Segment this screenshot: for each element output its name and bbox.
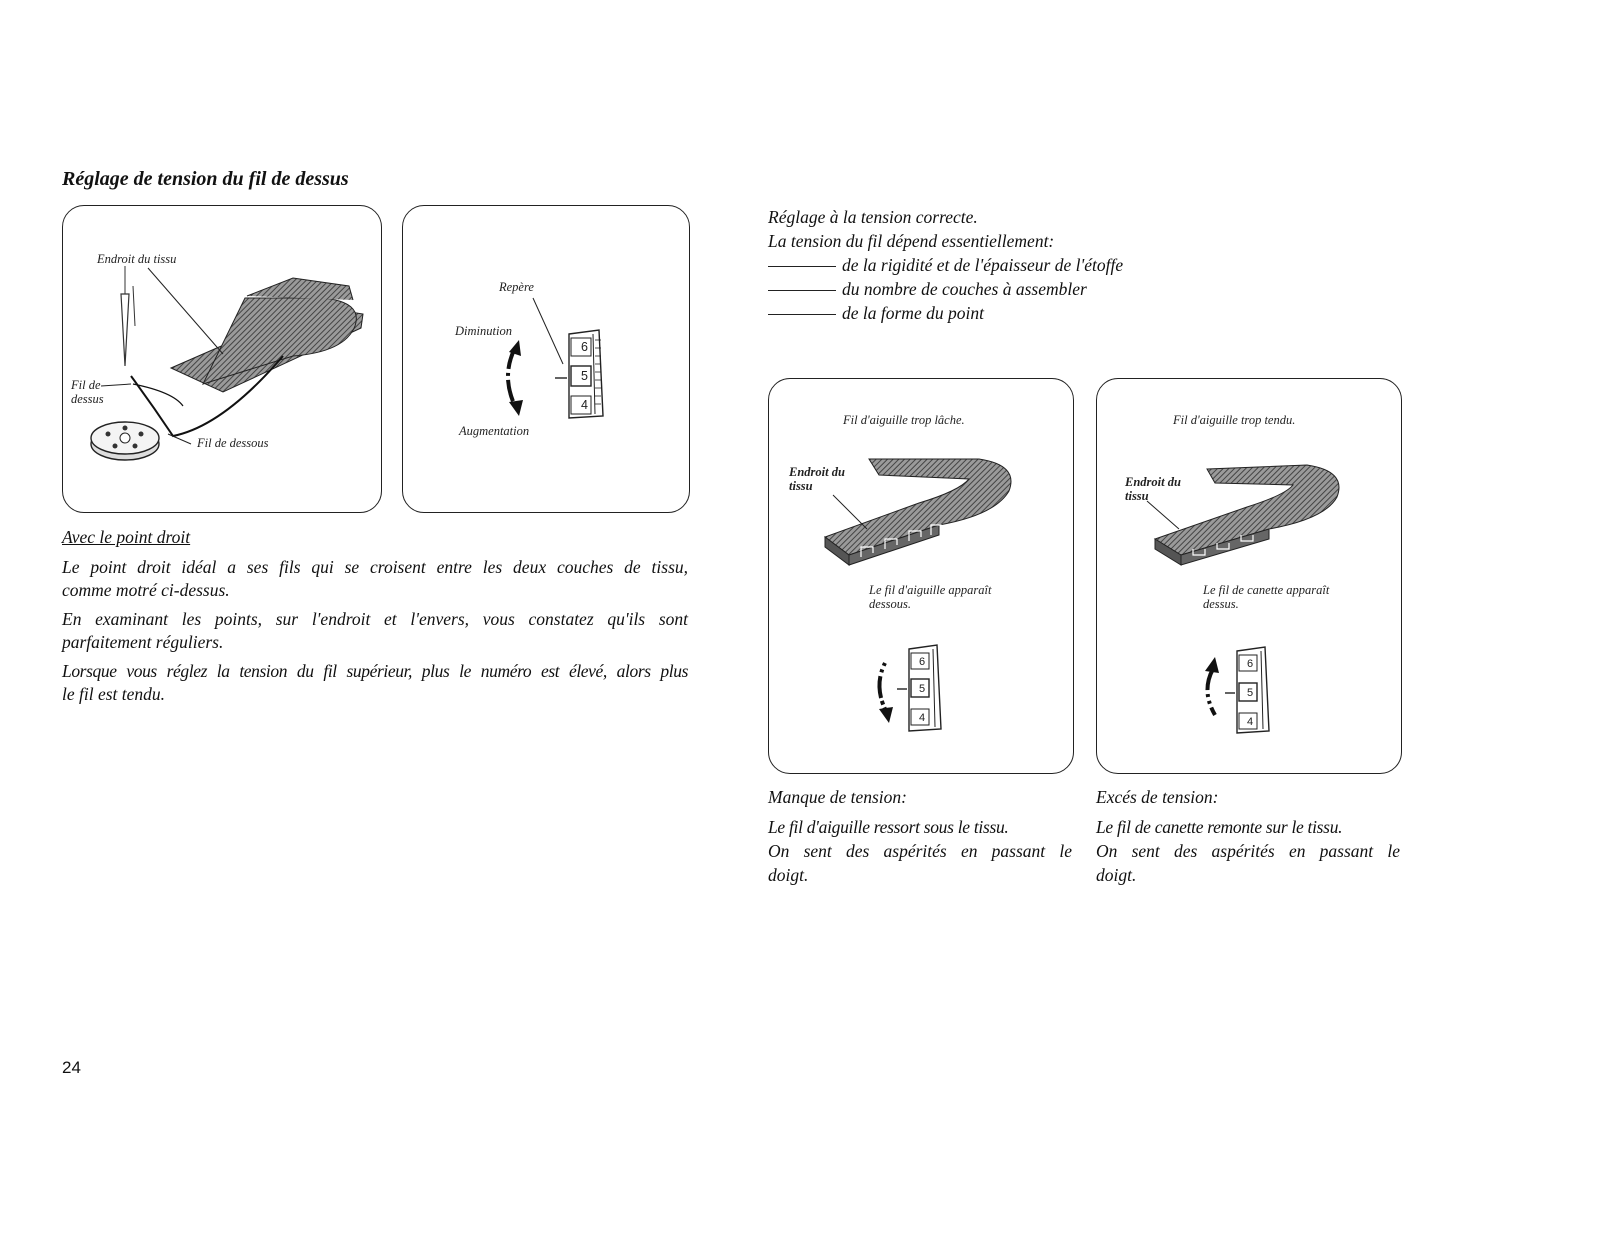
- paragraph1-line2: comme motré ci-dessus.: [62, 580, 230, 600]
- loose-dial-5: 5: [919, 683, 926, 695]
- label-fil-dessus-line1: Fil de: [71, 378, 101, 392]
- tight-label-endroit-line2: tissu: [1125, 489, 1149, 503]
- dial-number-6: 6: [581, 340, 588, 354]
- manque-line3: doigt.: [768, 865, 809, 885]
- loose-label-endroit-line1: Endroit du: [789, 465, 845, 479]
- caption-trop-lache: Fil d'aiguille trop lâche.: [843, 413, 965, 427]
- figure-trop-lache: 6 5 4 Fil d'aiguille trop lâche. Endroit…: [768, 378, 1074, 774]
- loose-note-line1: Le fil d'aiguille apparaît: [869, 583, 992, 597]
- manque-line2: On sent des aspérités en passant le: [768, 841, 1072, 861]
- loose-dial-4: 4: [919, 712, 926, 724]
- label-augmentation: Augmentation: [459, 424, 530, 438]
- loose-dial-6: 6: [919, 656, 926, 668]
- exces-line1: Le fil de canette remonte sur le tissu.: [1096, 817, 1343, 837]
- caption-trop-tendu: Fil d'aiguille trop tendu.: [1173, 413, 1296, 427]
- paragraph3-line2: le fil est tendu.: [62, 684, 166, 704]
- label-diminution: Diminution: [455, 324, 512, 338]
- dial-number-4: 4: [581, 398, 588, 412]
- dial-illustration: [506, 297, 604, 419]
- paragraph2-line2: parfaitement réguliers.: [62, 632, 224, 652]
- label-fil-dessous: Fil de dessous: [197, 436, 269, 450]
- figure-tension-dial: 6 5 4 Repère Diminution Augmentation: [402, 205, 690, 513]
- bullet-nombre-couches: du nombre de couches à assembler: [768, 278, 1087, 301]
- label-repere: Repère: [499, 280, 534, 294]
- fabric-illustration: [90, 266, 364, 461]
- bullet-forme-point: de la forme du point: [768, 302, 984, 325]
- loose-label-endroit-line2: tissu: [789, 479, 813, 493]
- right-line1: Réglage à la tension correcte.: [768, 207, 978, 227]
- paragraph2-line1: En examinant les points, sur l'endroit e…: [62, 609, 688, 629]
- subheading-point-droit: Avec le point droit: [62, 527, 191, 547]
- heading-manque-tension: Manque de tension:: [768, 787, 907, 807]
- fabric-tight-illustration: [1146, 464, 1340, 734]
- exces-line3: doigt.: [1096, 865, 1137, 885]
- paragraph1-line1: Le point droit idéal a ses fils qui se c…: [62, 557, 688, 577]
- loose-note-line2: dessous.: [869, 597, 912, 611]
- fabric-loose-illustration: [823, 458, 1012, 732]
- section-title: Réglage de tension du fil de dessus: [62, 168, 349, 190]
- page-number: 24: [62, 1058, 81, 1077]
- heading-exces-tension: Excés de tension:: [1096, 787, 1219, 807]
- figure-trop-tendu: 6 5 4 Fil d'aiguille trop tendu. Endroit…: [1096, 378, 1402, 774]
- tight-note-line2: dessus.: [1203, 597, 1239, 611]
- paragraph3-line1: Lorsque vous réglez la tension du fil su…: [62, 661, 688, 681]
- tight-dial-5: 5: [1247, 687, 1254, 699]
- tight-label-endroit-line1: Endroit du: [1125, 475, 1181, 489]
- tight-dial-6: 6: [1247, 658, 1254, 670]
- label-endroit-tissu: Endroit du tissu: [97, 252, 177, 266]
- figure-fabric-threads: Endroit du tissu Fil de dessus Fil de de…: [62, 205, 382, 513]
- label-fil-dessus-line2: dessus: [71, 392, 104, 406]
- manque-line1: Le fil d'aiguille ressort sous le tissu.: [768, 817, 1009, 837]
- dial-number-5: 5: [581, 369, 588, 383]
- bullet-rigidite: de la rigidité et de l'épaisseur de l'ét…: [768, 254, 1123, 277]
- exces-line2: On sent des aspérités en passant le: [1096, 841, 1400, 861]
- tight-note-line1: Le fil de canette apparaît: [1203, 583, 1330, 597]
- right-line2: La tension du fil dépend essentiellement…: [768, 231, 1055, 251]
- tight-dial-4: 4: [1247, 716, 1254, 728]
